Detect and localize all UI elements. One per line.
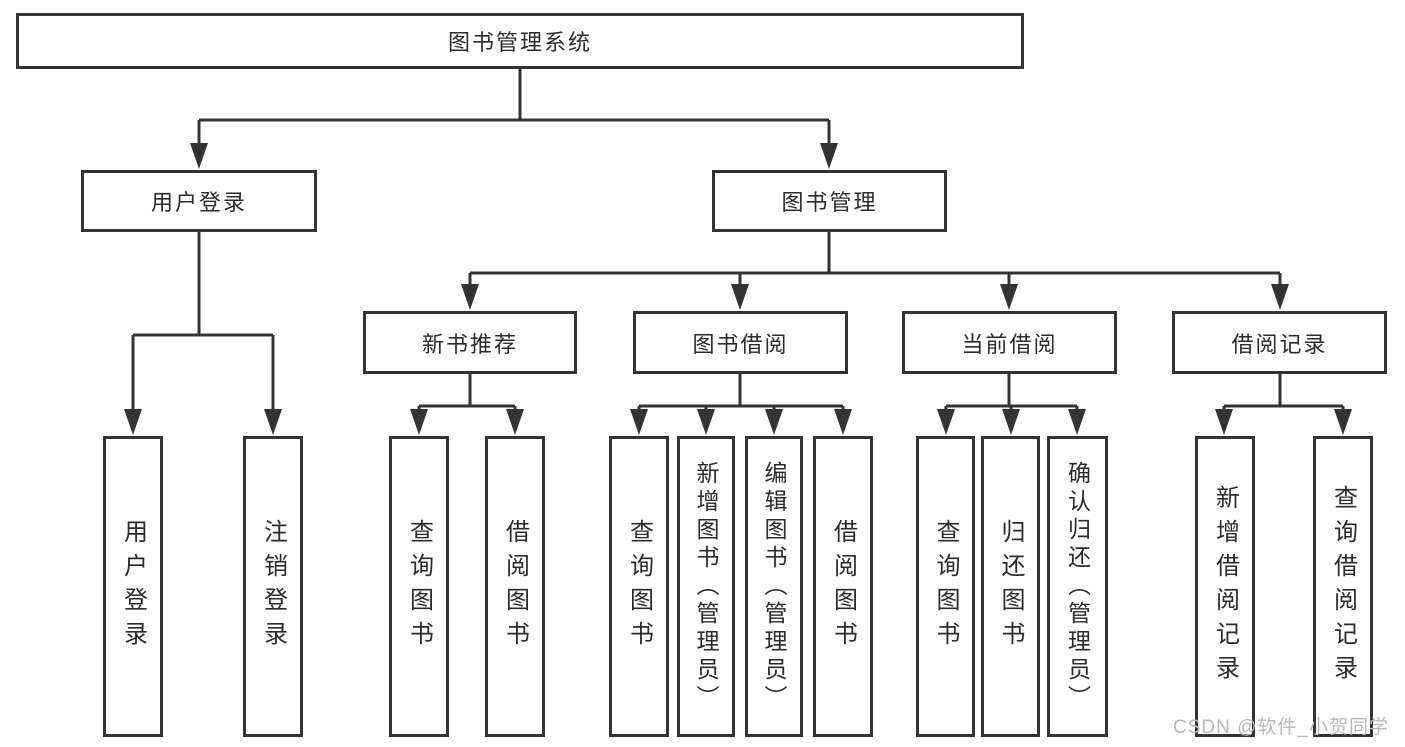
node-user-login-action-label: 用户登录 bbox=[119, 518, 147, 655]
node-add-borrow-record-label: 新增借阅记录 bbox=[1211, 484, 1239, 689]
node-current-borrow: 当前借阅 bbox=[902, 311, 1117, 374]
node-borrow-records-label: 借阅记录 bbox=[1231, 331, 1328, 357]
node-current-query-books: 查询图书 bbox=[916, 436, 975, 737]
node-book-management-label: 图书管理 bbox=[781, 190, 878, 215]
node-add-books-admin: 新增图书（管理员） bbox=[677, 436, 735, 737]
node-recommend-query-books-label: 查询图书 bbox=[405, 518, 433, 655]
node-book-management: 图书管理 bbox=[712, 170, 947, 232]
node-borrow-query-books: 查询图书 bbox=[609, 436, 669, 737]
node-user-login-action: 用户登录 bbox=[103, 436, 163, 737]
node-return-books-label: 归还图书 bbox=[997, 518, 1024, 655]
node-return-books: 归还图书 bbox=[981, 436, 1040, 737]
node-recommend-query-books: 查询图书 bbox=[389, 436, 449, 737]
node-root: 图书管理系统 bbox=[16, 13, 1024, 69]
node-user-login-label: 用户登录 bbox=[150, 190, 247, 215]
node-borrow-books-label: 借阅图书 bbox=[829, 518, 857, 655]
node-book-borrow: 图书借阅 bbox=[633, 311, 848, 374]
node-recommend-borrow-books: 借阅图书 bbox=[485, 436, 545, 737]
node-new-book-recommend: 新书推荐 bbox=[363, 311, 577, 374]
node-query-borrow-record: 查询借阅记录 bbox=[1313, 436, 1373, 737]
node-add-borrow-record: 新增借阅记录 bbox=[1195, 436, 1255, 737]
node-borrow-records: 借阅记录 bbox=[1172, 311, 1387, 374]
node-root-label: 图书管理系统 bbox=[447, 30, 592, 55]
node-borrow-query-books-label: 查询图书 bbox=[625, 518, 653, 655]
node-book-borrow-label: 图书借阅 bbox=[692, 331, 789, 357]
watermark: CSDN @软件_小贺同学 bbox=[1173, 717, 1389, 738]
node-confirm-return-admin-label: 确认归还（管理员） bbox=[1064, 460, 1091, 713]
node-logout: 注销登录 bbox=[243, 436, 303, 737]
node-query-borrow-record-label: 查询借阅记录 bbox=[1329, 484, 1357, 689]
node-edit-books-admin-label: 编辑图书（管理员） bbox=[761, 460, 787, 713]
node-add-books-admin-label: 新增图书（管理员） bbox=[693, 460, 719, 713]
arrowhead-icons bbox=[124, 143, 1352, 435]
node-current-query-books-label: 查询图书 bbox=[932, 518, 959, 655]
node-current-borrow-label: 当前借阅 bbox=[961, 331, 1058, 357]
node-borrow-books: 借阅图书 bbox=[813, 436, 873, 737]
node-new-book-recommend-label: 新书推荐 bbox=[421, 331, 518, 357]
node-confirm-return-admin: 确认归还（管理员） bbox=[1047, 436, 1108, 737]
node-user-login: 用户登录 bbox=[81, 170, 317, 232]
node-edit-books-admin: 编辑图书（管理员） bbox=[745, 436, 803, 737]
node-logout-label: 注销登录 bbox=[259, 518, 287, 655]
node-recommend-borrow-books-label: 借阅图书 bbox=[501, 518, 529, 655]
